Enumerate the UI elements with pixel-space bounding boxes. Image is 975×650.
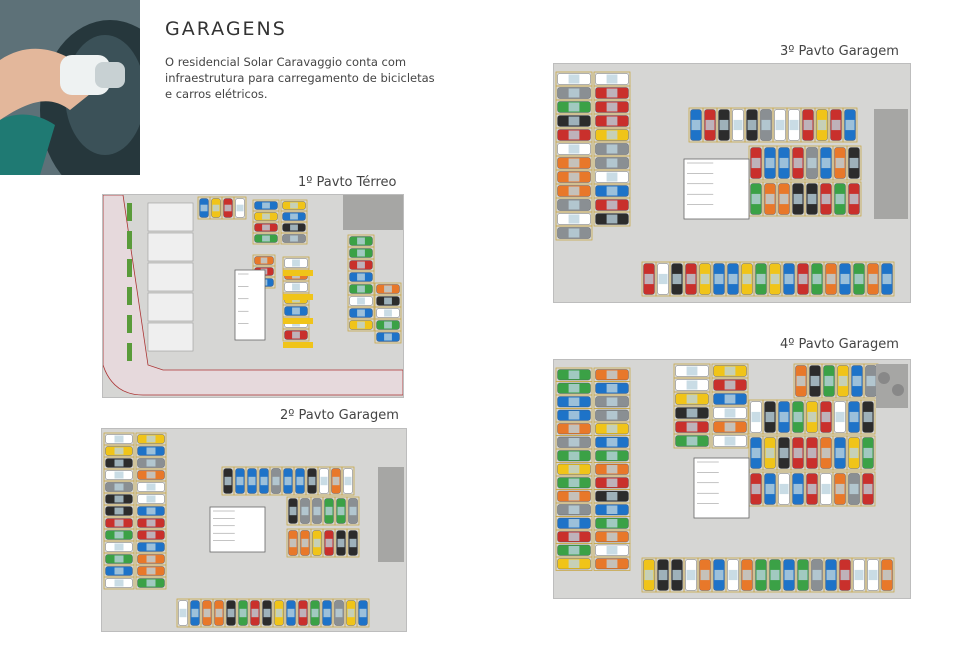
floor-plan-garagem4 bbox=[553, 359, 911, 599]
stair-core bbox=[693, 457, 750, 519]
floor-plan-garagem3 bbox=[553, 63, 911, 303]
stair-core bbox=[683, 158, 750, 220]
page-description: O residencial Solar Caravaggio conta com… bbox=[165, 55, 435, 101]
stair-core bbox=[209, 506, 266, 553]
floor-plan-garagem2 bbox=[101, 428, 407, 632]
floor-plan-terreo bbox=[102, 194, 404, 398]
floor-label-terreo: 1º Pavto Térreo bbox=[298, 175, 397, 190]
floor-label-garagem3: 3º Pavto Garagem bbox=[780, 44, 899, 59]
floor-label-garagem4: 4º Pavto Garagem bbox=[780, 337, 899, 352]
ev-charger-photo bbox=[0, 0, 140, 175]
stair-core bbox=[234, 269, 266, 341]
ev-charging-icon bbox=[0, 0, 140, 175]
floor-label-garagem2: 2º Pavto Garagem bbox=[280, 408, 399, 423]
page-title: GARAGENS bbox=[165, 18, 287, 40]
